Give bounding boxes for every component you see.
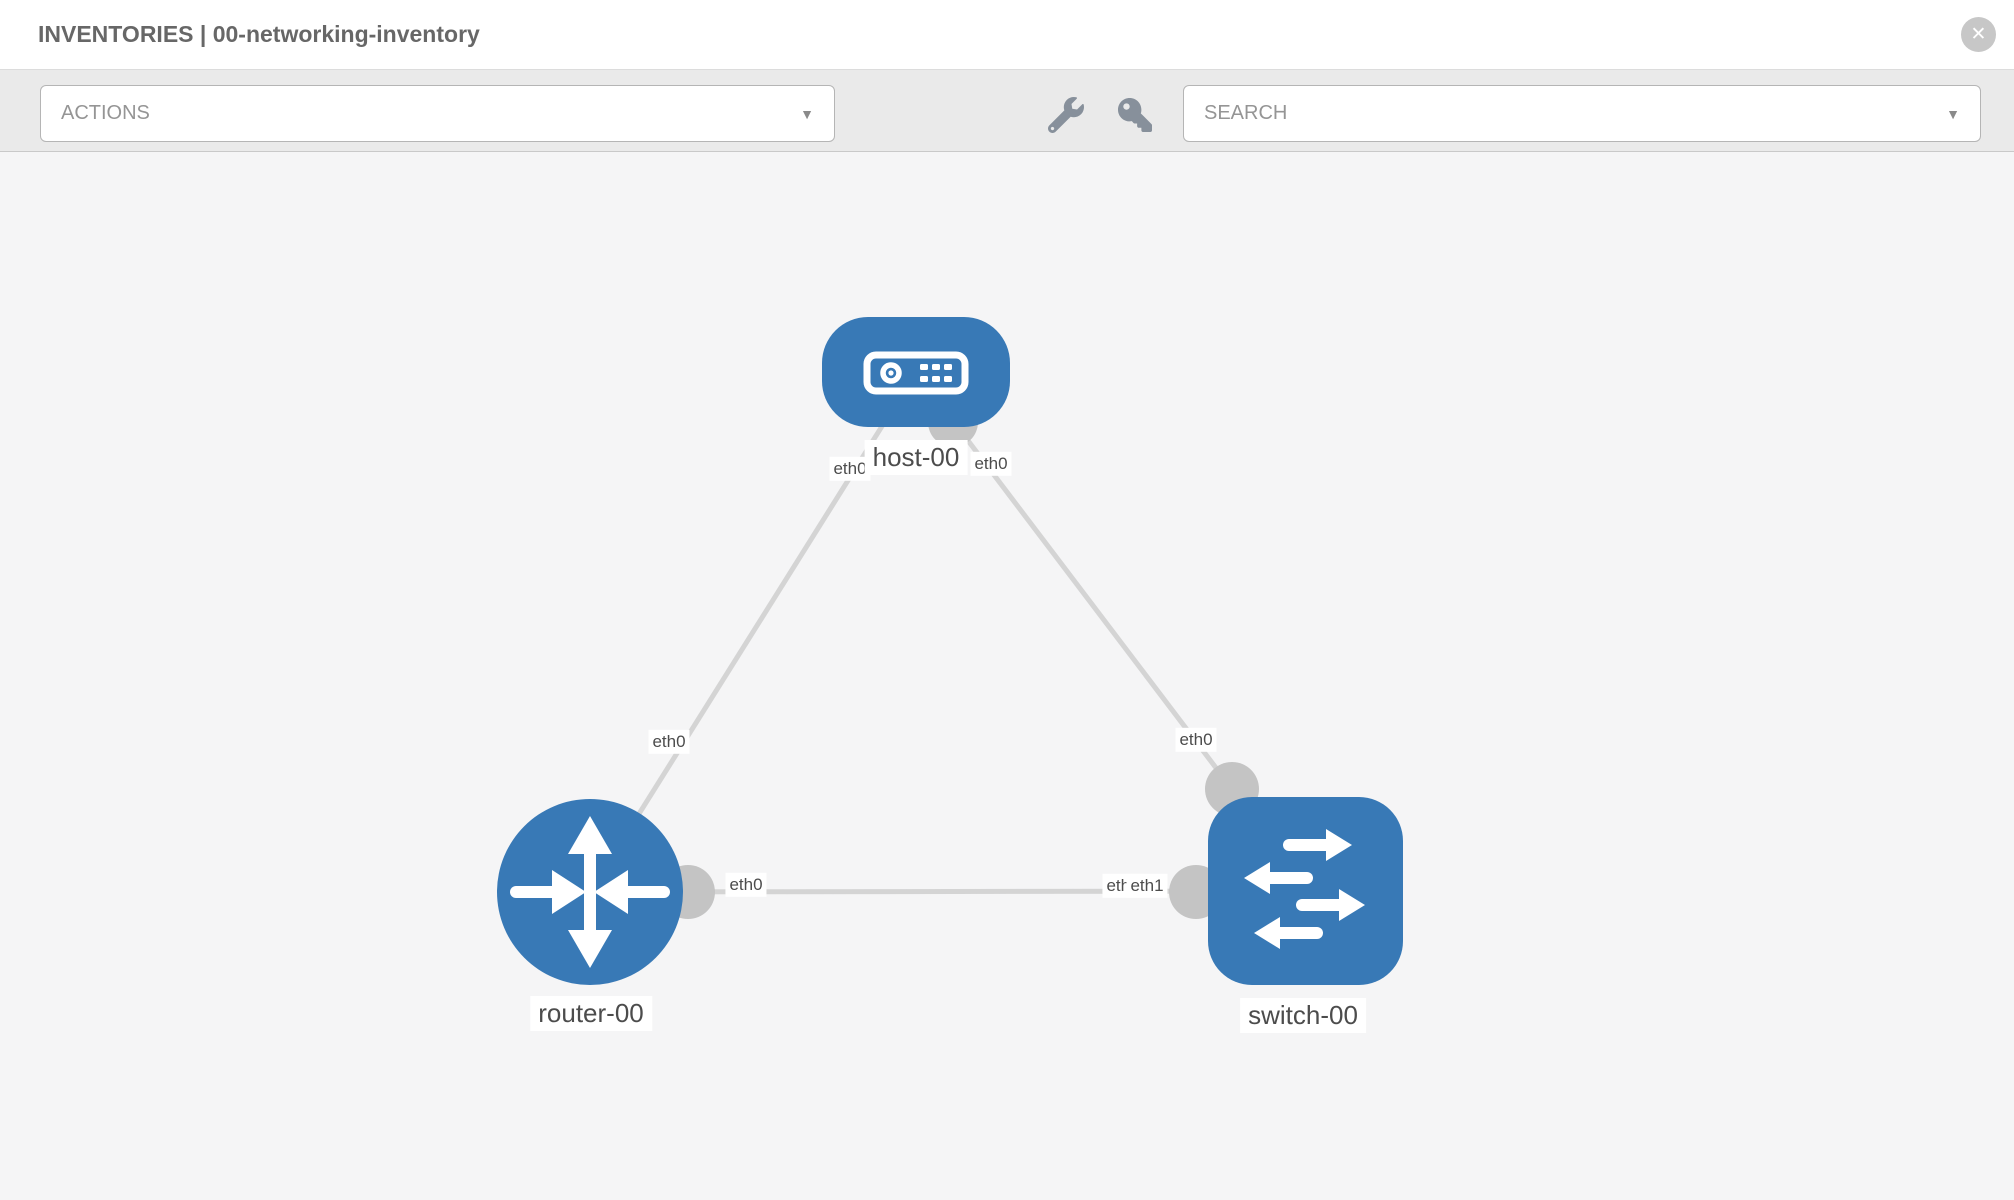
node-router[interactable] [497, 799, 683, 985]
router-arrows-icon [510, 816, 670, 968]
actions-dropdown[interactable]: ACTIONS ▼ [40, 85, 835, 142]
node-label-host: host-00 [864, 440, 968, 475]
node-label-router: router-00 [530, 996, 652, 1031]
wrench-icon [1048, 97, 1084, 133]
host-device-icon [863, 351, 969, 395]
key-icon [1118, 98, 1152, 132]
close-icon: ✕ [1970, 24, 1987, 45]
search-dropdown[interactable]: SEARCH ▼ [1183, 85, 1981, 142]
iface-label-host-eth0-right: eth0 [970, 451, 1012, 477]
node-host[interactable] [822, 317, 1010, 427]
page-title: INVENTORIES | 00-networking-inventory [38, 21, 480, 47]
iface-label-host-eth0-left: eth0 [829, 456, 871, 482]
iface-label-router-eth0: eth0 [725, 872, 767, 898]
header: INVENTORIES | 00-networking-inventory ✕ [0, 0, 2014, 69]
toolbar: ACTIONS ▼ SEARCH ▼ [0, 69, 2014, 152]
topology-canvas[interactable]: eth0 eth0 eth0 eth0 eth0 eth1 eth0 host-… [0, 152, 2014, 1200]
configure-tools-button[interactable] [1048, 97, 1084, 133]
iface-label-router-link-eth0: eth0 [648, 729, 690, 755]
close-button[interactable]: ✕ [1961, 17, 1996, 52]
switch-arrows-icon [1244, 829, 1365, 949]
ports [661, 397, 1259, 919]
node-switch[interactable] [1208, 797, 1403, 985]
iface-label-switch-eth1: eth1 [1126, 873, 1168, 899]
actions-dropdown-label: ACTIONS [61, 102, 150, 124]
link-host-switch[interactable] [914, 370, 1234, 791]
iface-label-switch-link-eth0: eth0 [1175, 727, 1217, 753]
chevron-down-icon: ▼ [1946, 105, 1960, 122]
search-dropdown-label: SEARCH [1204, 102, 1288, 124]
chevron-down-icon: ▼ [800, 105, 814, 122]
credentials-button[interactable] [1118, 97, 1154, 133]
node-label-switch: switch-00 [1240, 998, 1366, 1033]
topology-graph [497, 317, 1403, 985]
